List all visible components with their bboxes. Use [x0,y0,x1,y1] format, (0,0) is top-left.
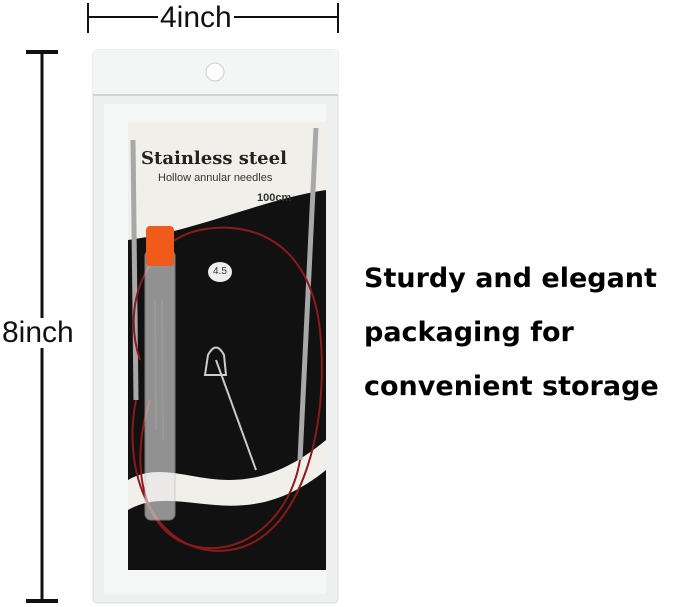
threader-tool [203,346,257,471]
caption-line: convenient storage [364,371,659,402]
width-label: 4inch [158,1,234,34]
caption-line: Sturdy and elegant [364,263,657,294]
caption: Sturdy and elegant packaging for conveni… [364,252,679,414]
package-length: 100cm [257,192,292,204]
package-subtitle: Hollow annular needles [158,172,273,184]
package-size-badge: 4.5 [208,262,232,282]
needle-tube [144,226,176,521]
knitting-needles [130,127,319,461]
caption-line: packaging for [364,317,574,348]
package-title: Stainless steel [141,148,287,169]
height-label: 8inch [0,316,76,349]
